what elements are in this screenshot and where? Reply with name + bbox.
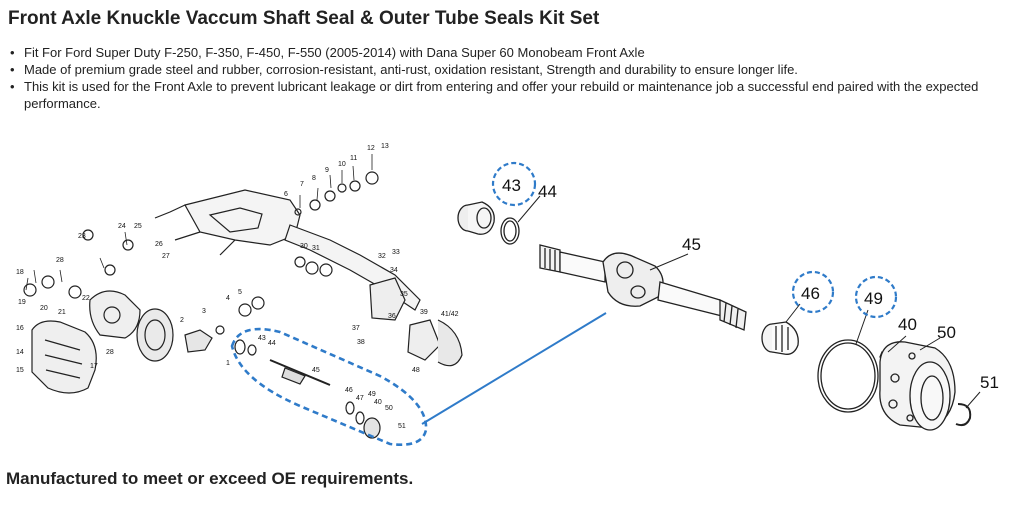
callout-43-small: 43: [258, 335, 266, 342]
callout-3: 3: [202, 308, 206, 315]
callout-39: 39: [420, 309, 428, 316]
feature-item: Fit For Ford Super Duty F-250, F-350, F-…: [8, 44, 1018, 61]
callout-47-small: 47: [356, 395, 364, 402]
callout-10: 10: [338, 161, 346, 168]
callout-48: 48: [412, 367, 420, 374]
callout-45: 45: [682, 235, 701, 254]
callout-9: 9: [325, 167, 329, 174]
callout-21: 21: [58, 309, 66, 316]
callout-41-42: 41/42: [441, 311, 459, 318]
callout-36: 36: [388, 313, 396, 320]
callout-50: 50: [937, 323, 956, 342]
callout-35: 35: [400, 291, 408, 298]
callout-14: 14: [16, 349, 24, 356]
callout-24: 24: [118, 223, 126, 230]
callout-1: 1: [226, 360, 230, 367]
callout-46: 46: [801, 284, 820, 303]
callout-44-small: 44: [268, 340, 276, 347]
highlight-ellipse: [230, 327, 428, 446]
callout-6: 6: [284, 191, 288, 198]
callout-5: 5: [238, 289, 242, 296]
callout-11: 11: [350, 155, 357, 162]
callout-37: 37: [352, 325, 360, 332]
callout-45-small: 45: [312, 367, 320, 374]
callout-49-small: 49: [368, 391, 376, 398]
highlight-circles: [491, 161, 898, 319]
callout-2: 2: [180, 317, 184, 324]
callout-51: 51: [980, 373, 999, 392]
callout-25: 25: [134, 223, 142, 230]
callout-31: 31: [312, 245, 320, 252]
callout-15: 15: [16, 367, 24, 374]
feature-list: Fit For Ford Super Duty F-250, F-350, F-…: [8, 44, 1018, 112]
callout-46-small: 46: [345, 387, 353, 394]
highlight-connector: [421, 312, 607, 425]
callout-40: 40: [898, 315, 917, 334]
callout-17: 17: [90, 363, 98, 370]
callout-40-small: 40: [374, 399, 382, 406]
callout-30: 30: [300, 243, 308, 250]
oe-requirements-note: Manufactured to meet or exceed OE requir…: [6, 469, 414, 488]
callout-28b: 28: [106, 349, 114, 356]
callout-33: 33: [392, 249, 400, 256]
callout-49: 49: [864, 289, 883, 308]
callout-28: 28: [56, 257, 64, 264]
callout-44: 44: [538, 182, 557, 201]
callout-34: 34: [390, 267, 398, 274]
callout-43: 43: [502, 176, 521, 195]
callout-7: 7: [300, 181, 304, 188]
axle-overview: [23, 154, 463, 439]
callout-50-small: 50: [385, 405, 393, 412]
exploded-axle-diagram: 18 19 16 14 15 17 20 21 22 23 24 25 26 2…: [16, 143, 999, 446]
small-callouts: 18 19 16 14 15 17 20 21 22 23 24 25 26 2…: [16, 143, 459, 430]
callout-16: 16: [16, 325, 24, 332]
feature-item: Made of premium grade steel and rubber, …: [8, 61, 1018, 78]
callout-23: 23: [78, 233, 86, 240]
page-title: Front Axle Knuckle Vaccum Shaft Seal & O…: [8, 8, 600, 29]
axle-detail: [457, 195, 981, 431]
callout-22: 22: [82, 295, 90, 302]
feature-item: This kit is used for the Front Axle to p…: [8, 78, 1018, 112]
callout-18: 18: [16, 269, 24, 276]
callout-20: 20: [40, 305, 48, 312]
callout-13: 13: [381, 143, 389, 150]
callout-27: 27: [162, 253, 170, 260]
callout-19: 19: [18, 299, 26, 306]
callout-26: 26: [155, 241, 163, 248]
callout-38: 38: [357, 339, 365, 346]
callout-32: 32: [378, 253, 386, 260]
callout-4: 4: [226, 295, 230, 302]
callout-12: 12: [367, 145, 375, 152]
callout-8: 8: [312, 175, 316, 182]
big-callouts: 43 44 45 46 49 40 50 51: [502, 176, 999, 392]
callout-51-small: 51: [398, 423, 406, 430]
